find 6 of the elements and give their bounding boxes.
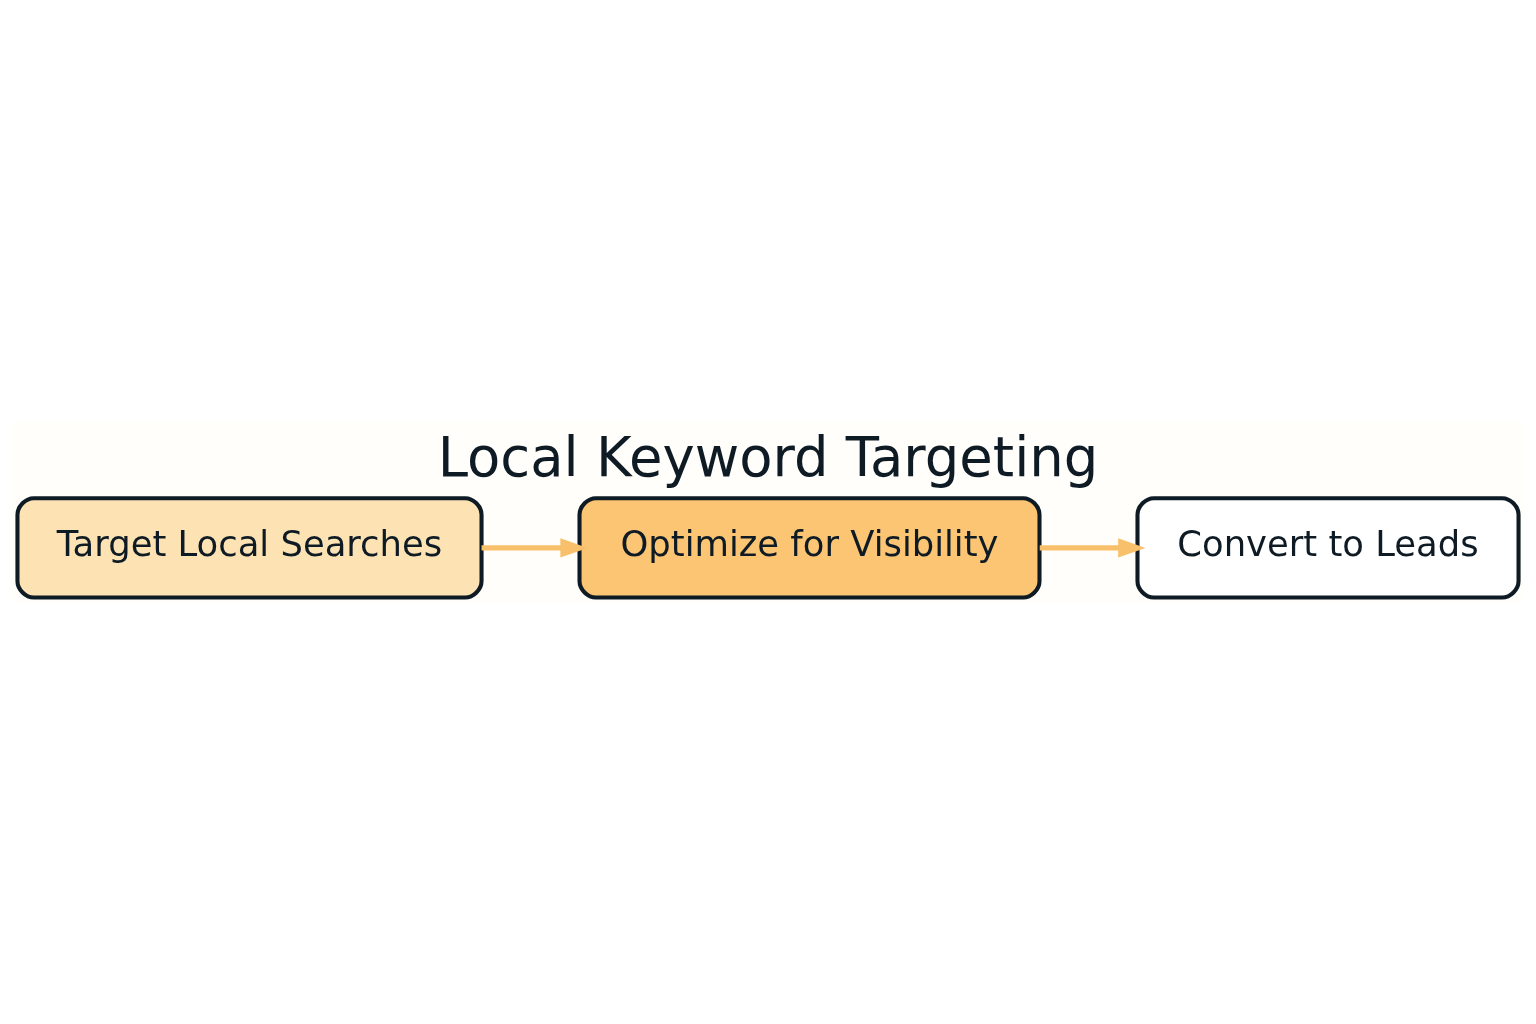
node-box: Target Local Searches — [15, 495, 484, 600]
arrow — [1039, 537, 1146, 557]
node-box: Convert to Leads — [1135, 495, 1521, 600]
arrow — [481, 537, 588, 557]
node-box: Optimize for Visibility — [577, 495, 1042, 600]
diagram-title: Local Keyword Targeting — [437, 424, 1099, 489]
